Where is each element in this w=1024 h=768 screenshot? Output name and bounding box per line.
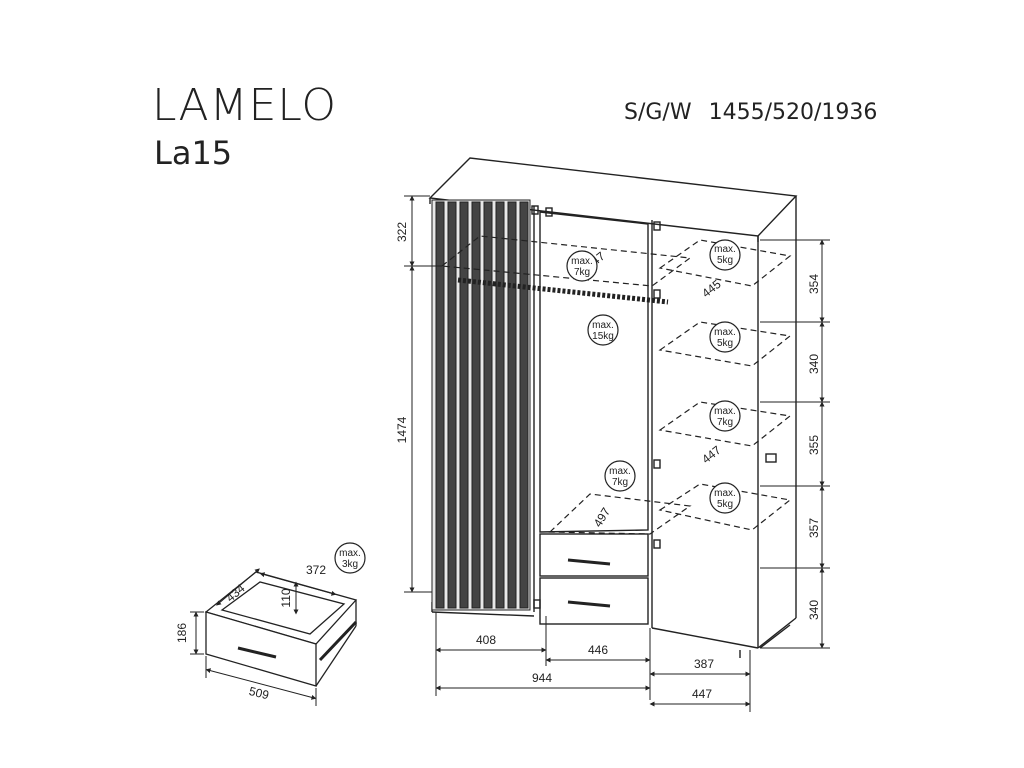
drawer-upper-handle [567, 558, 611, 566]
dim-depth: 447 [692, 687, 712, 701]
dim-main-height: 1474 [395, 416, 409, 443]
svg-text:7kg: 7kg [717, 417, 733, 428]
dim-shelf-3: 355 [807, 435, 821, 455]
svg-text:max.: max. [714, 327, 736, 338]
product-code: La15 [154, 134, 233, 172]
dim-drawer-width: 509 [248, 684, 271, 703]
dim-shelf-5: 340 [807, 600, 821, 620]
dim-width-right: 387 [694, 657, 714, 671]
product-dimensions: S/G/W 1455/520/1936 [624, 100, 887, 125]
load-badge-right-4: max. 5kg [709, 482, 741, 514]
load-badge-right-2: max. 5kg [709, 321, 741, 353]
svg-text:max.: max. [609, 466, 631, 477]
dim-shelf-1: 354 [807, 274, 821, 294]
svg-text:max.: max. [339, 548, 361, 559]
product-name: LAMELO [152, 80, 337, 131]
svg-text:max.: max. [571, 256, 593, 267]
dim-drawer-height: 186 [175, 623, 189, 643]
drawer-lower-handle [567, 600, 611, 608]
load-badge-drawer: max. 3kg [334, 542, 366, 574]
bottom-dimension-lines [435, 612, 751, 712]
drawer-upper [539, 533, 649, 577]
lamella-door [431, 199, 531, 611]
load-badge-rail: max. 7kg [566, 250, 598, 282]
svg-text:max.: max. [714, 406, 736, 417]
dim-width-middle: 446 [588, 643, 608, 657]
wardrobe-body [428, 157, 798, 658]
dims-value: 1455/520/1936 [708, 100, 878, 125]
dim-middle-shelf-depth: 497 [591, 505, 614, 530]
dim-width-left: 408 [476, 633, 496, 647]
svg-text:7kg: 7kg [612, 477, 628, 488]
load-badge-rail-center: max. 15kg [587, 314, 619, 346]
svg-text:15kg: 15kg [592, 331, 614, 342]
door-hinges [531, 205, 777, 609]
svg-text:5kg: 5kg [717, 338, 733, 349]
svg-text:3kg: 3kg [342, 559, 358, 570]
drawer-detail-handle [237, 646, 277, 659]
dim-drawer-inner-width: 372 [306, 563, 326, 577]
dim-drawer-depth: 434 [223, 581, 248, 605]
svg-text:max.: max. [714, 488, 736, 499]
dim-drawer-inner-height: 110 [279, 588, 293, 607]
drawer-dimension-lines [190, 568, 337, 706]
dim-width-total: 944 [532, 671, 552, 685]
svg-text:7kg: 7kg [574, 267, 590, 278]
dim-shelf-depth-mid: 447 [699, 443, 724, 467]
svg-text:5kg: 5kg [717, 255, 733, 266]
right-dimension-lines [760, 239, 830, 649]
drawer-detail [204, 571, 358, 687]
svg-text:5kg: 5kg [717, 499, 733, 510]
load-badge-right-3: max. 7kg [709, 400, 741, 432]
interior-shelves [440, 235, 792, 535]
svg-text:max.: max. [714, 244, 736, 255]
dim-top-height: 322 [395, 222, 409, 242]
left-dimension-lines [404, 195, 442, 593]
drawer-lower [539, 577, 649, 625]
load-badge-right-top: max. 5kg [709, 239, 741, 271]
dim-shelf-4: 357 [807, 518, 821, 538]
dim-shelf-2: 340 [807, 354, 821, 374]
middle-door [539, 211, 649, 533]
svg-text:max.: max. [592, 320, 614, 331]
load-badge-middle-shelf: max. 7kg [604, 460, 636, 492]
dims-label: S/G/W [624, 100, 692, 125]
hanging-rail [457, 277, 669, 305]
